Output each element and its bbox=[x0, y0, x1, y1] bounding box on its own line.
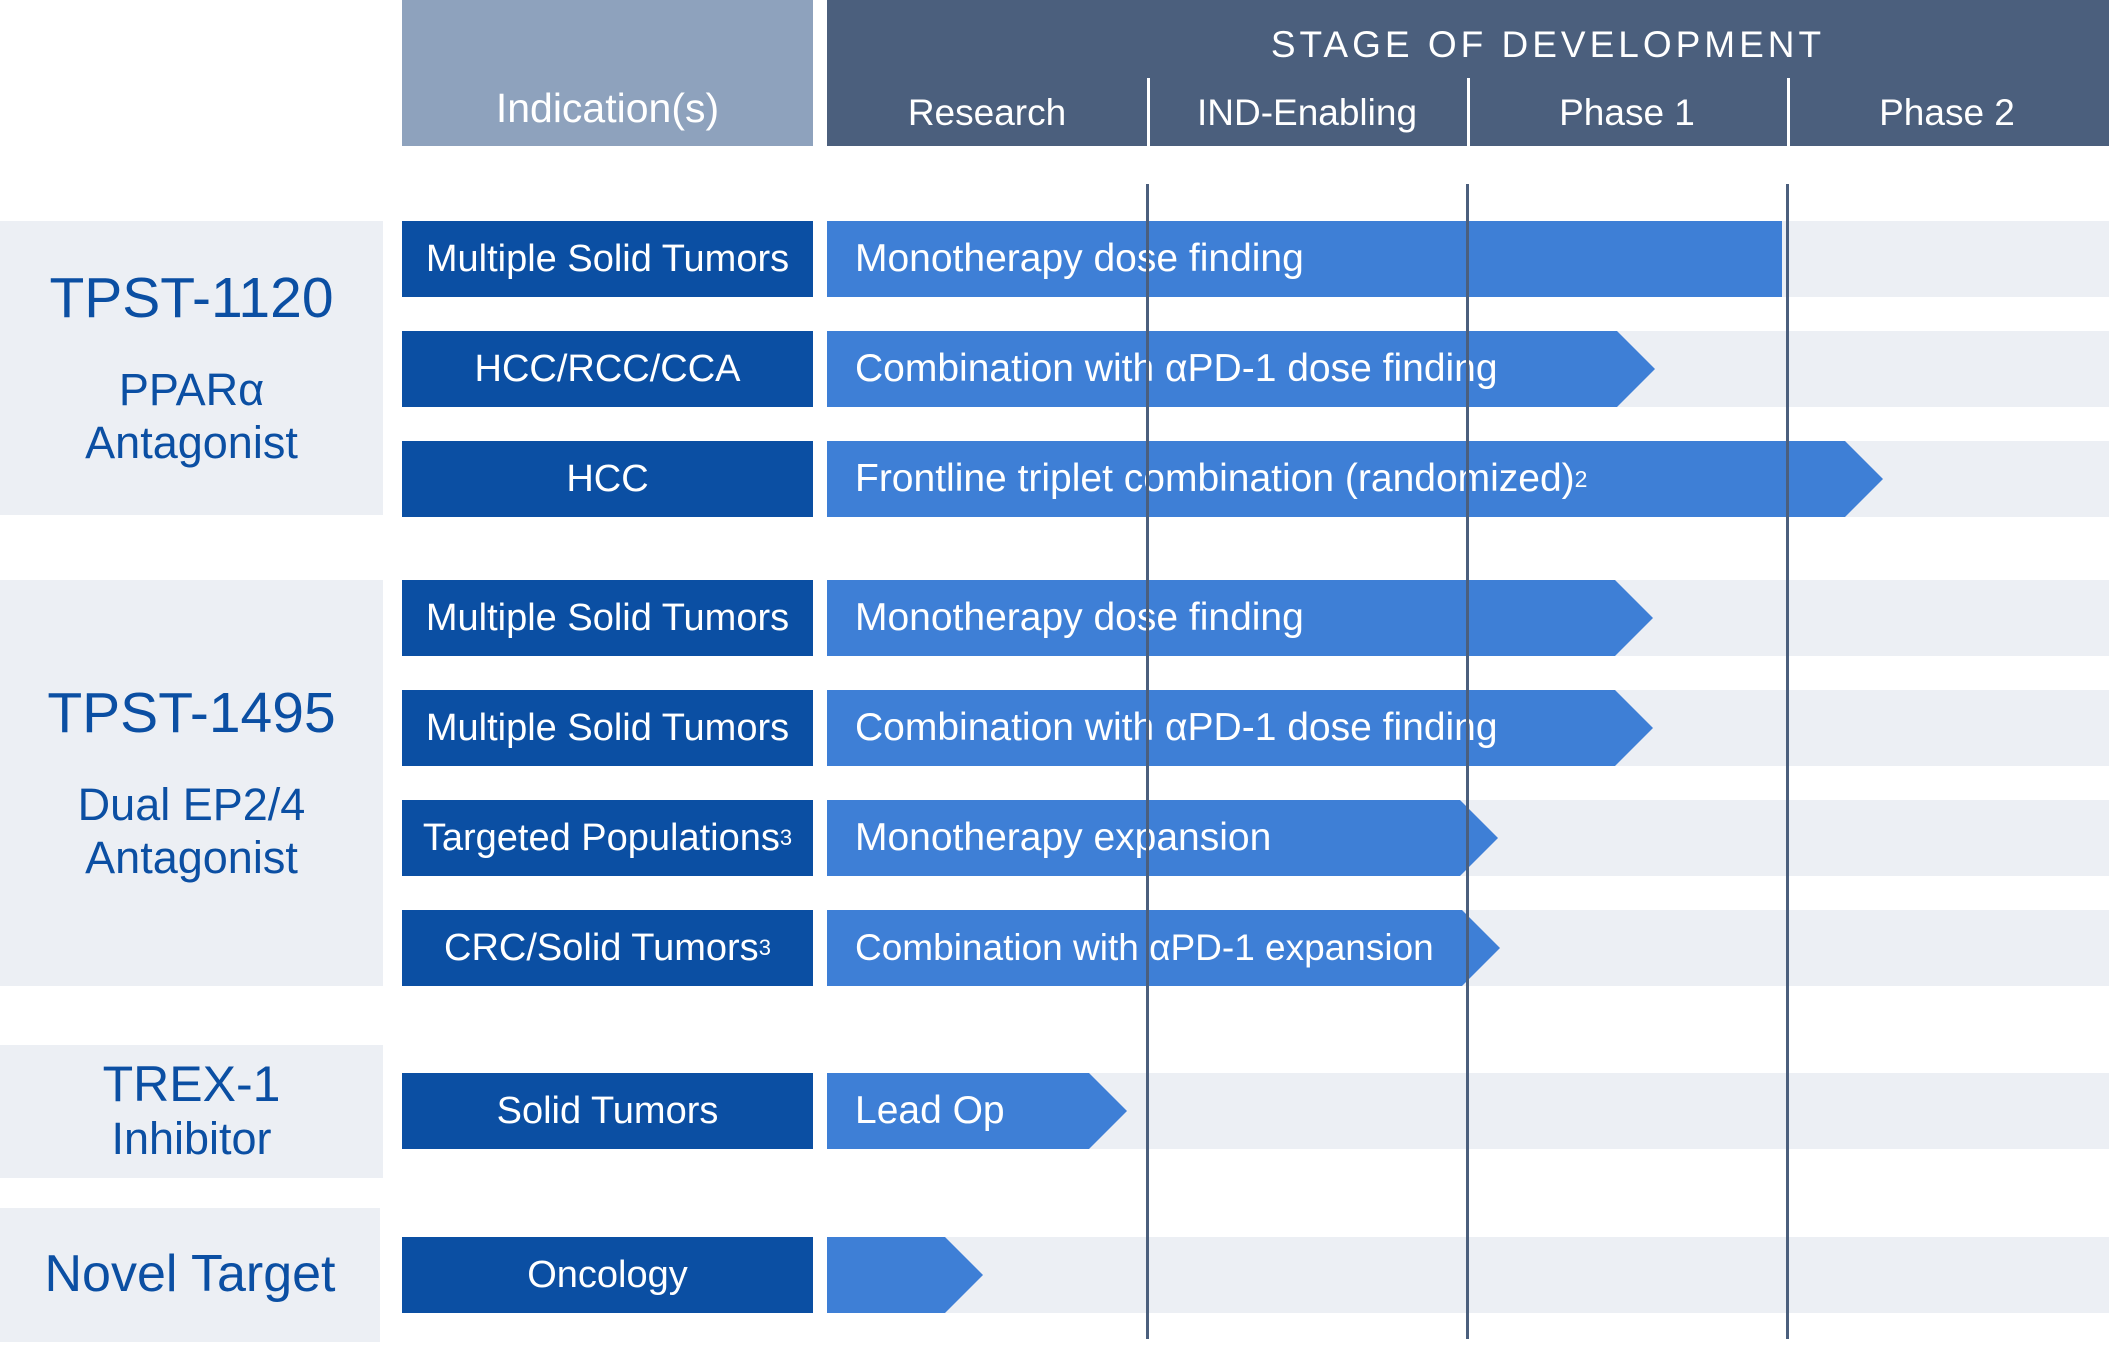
indication-label: Multiple Solid Tumors bbox=[425, 237, 790, 280]
progress-bar-label-text: Frontline triplet combination (randomize… bbox=[855, 457, 1575, 500]
progress-bar-label-text: Monotherapy expansion bbox=[855, 816, 1272, 859]
header-divider bbox=[1467, 78, 1470, 146]
indication-box: Multiple Solid Tumors bbox=[402, 221, 813, 297]
progress-bar bbox=[827, 1073, 1127, 1149]
indication-box: Multiple Solid Tumors bbox=[402, 580, 813, 656]
indication-label: HCC/RCC/CCA bbox=[474, 347, 741, 390]
progress-bar-label: Lead Op bbox=[855, 1073, 1005, 1149]
progress-bar bbox=[827, 1237, 983, 1313]
indications-header: Indication(s) bbox=[402, 0, 813, 146]
asset-subtitle: Dual EP2/4 Antagonist bbox=[77, 779, 306, 884]
progress-bar-shape bbox=[827, 910, 1500, 986]
indication-label: Multiple Solid Tumors bbox=[425, 706, 790, 749]
indication-label: Targeted Populations bbox=[422, 816, 780, 859]
progress-bar-label: Monotherapy dose finding bbox=[855, 580, 1304, 656]
progress-bar bbox=[827, 690, 1653, 766]
progress-bar bbox=[827, 580, 1653, 656]
progress-bar-label: Combination with αPD-1 dose finding bbox=[855, 690, 1498, 766]
asset-trex-1: TREX-1 Inhibitor bbox=[0, 1045, 383, 1178]
progress-bar-shape bbox=[827, 690, 1653, 766]
asset-tpst-1495: TPST-1495 Dual EP2/4 Antagonist bbox=[0, 580, 383, 986]
phase-label-phase-1: Phase 1 bbox=[1559, 92, 1695, 133]
header-divider bbox=[1147, 78, 1150, 146]
progress-bar-label-text: Combination with αPD-1 expansion bbox=[855, 927, 1434, 968]
indication-box: Oncology bbox=[402, 1237, 813, 1313]
progress-bar bbox=[827, 331, 1655, 407]
progress-bar-shape bbox=[827, 580, 1653, 656]
stage-divider bbox=[1146, 184, 1149, 1339]
phase-label-phase-2: Phase 2 bbox=[1879, 92, 2015, 133]
phase-label-ind-enabling: IND-Enabling bbox=[1196, 92, 1418, 133]
progress-bar-shape bbox=[827, 1073, 1127, 1149]
footnote-marker: 3 bbox=[779, 825, 793, 850]
indication-box: Solid Tumors bbox=[402, 1073, 813, 1149]
indication-label: Multiple Solid Tumors bbox=[425, 596, 790, 639]
progress-bar-label: Combination with αPD-1 dose finding bbox=[855, 331, 1498, 407]
asset-name: TPST-1120 bbox=[49, 265, 334, 330]
progress-bar-label-text: Monotherapy dose finding bbox=[855, 596, 1304, 639]
progress-bar bbox=[827, 910, 1500, 986]
stage-divider bbox=[1466, 184, 1469, 1339]
progress-bar-label: Frontline triplet combination (randomize… bbox=[855, 441, 1587, 517]
asset-name: TPST-1495 bbox=[47, 680, 336, 745]
stage-of-development-header: STAGE OF DEVELOPMENT Research IND-Enabli… bbox=[827, 0, 2109, 146]
indication-label: Solid Tumors bbox=[496, 1089, 719, 1132]
indication-box: HCC bbox=[402, 441, 813, 517]
progress-bar bbox=[827, 221, 1782, 297]
indications-header-label: Indication(s) bbox=[495, 85, 720, 131]
progress-bar-shape bbox=[827, 1237, 983, 1313]
indication-label: Oncology bbox=[527, 1253, 688, 1296]
indication-box: Multiple Solid Tumors bbox=[402, 690, 813, 766]
progress-bar-label-text: Combination with αPD-1 dose finding bbox=[855, 706, 1498, 749]
progress-bar-label-text: Monotherapy dose finding bbox=[855, 237, 1304, 280]
indication-box: HCC/RCC/CCA bbox=[402, 331, 813, 407]
footnote-marker: 2 bbox=[1574, 465, 1588, 492]
indication-label: CRC/Solid Tumors bbox=[444, 926, 759, 969]
stage-divider bbox=[1786, 184, 1789, 1339]
footnote-marker: 3 bbox=[758, 935, 771, 960]
progress-bar-label: Monotherapy dose finding bbox=[855, 221, 1304, 297]
progress-bar-label-text: Combination with αPD-1 dose finding bbox=[855, 347, 1498, 390]
progress-bar-shape bbox=[827, 441, 1883, 517]
progress-bar-shape bbox=[827, 331, 1655, 407]
asset-name: TREX-1 bbox=[102, 1056, 281, 1113]
asset-subtitle: Inhibitor bbox=[111, 1113, 272, 1165]
progress-bar-label: Combination with αPD-1 expansion bbox=[855, 910, 1434, 986]
stage-title: STAGE OF DEVELOPMENT bbox=[1270, 24, 1826, 65]
progress-bar-label: Monotherapy expansion bbox=[855, 800, 1271, 876]
progress-bar-shape bbox=[827, 221, 1782, 297]
progress-bar bbox=[827, 800, 1498, 876]
progress-bar-shape bbox=[827, 800, 1498, 876]
progress-bar-label-text: Lead Op bbox=[855, 1089, 1005, 1132]
asset-subtitle: PPARα Antagonist bbox=[85, 364, 298, 469]
progress-bar bbox=[827, 441, 1883, 517]
indication-label: HCC bbox=[566, 457, 649, 500]
asset-novel-target: Novel Target bbox=[0, 1208, 380, 1342]
header-divider bbox=[1787, 78, 1790, 146]
asset-name: Novel Target bbox=[44, 1245, 336, 1304]
phase-label-research: Research bbox=[907, 92, 1067, 133]
asset-tpst-1120: TPST-1120 PPARα Antagonist bbox=[0, 221, 383, 515]
